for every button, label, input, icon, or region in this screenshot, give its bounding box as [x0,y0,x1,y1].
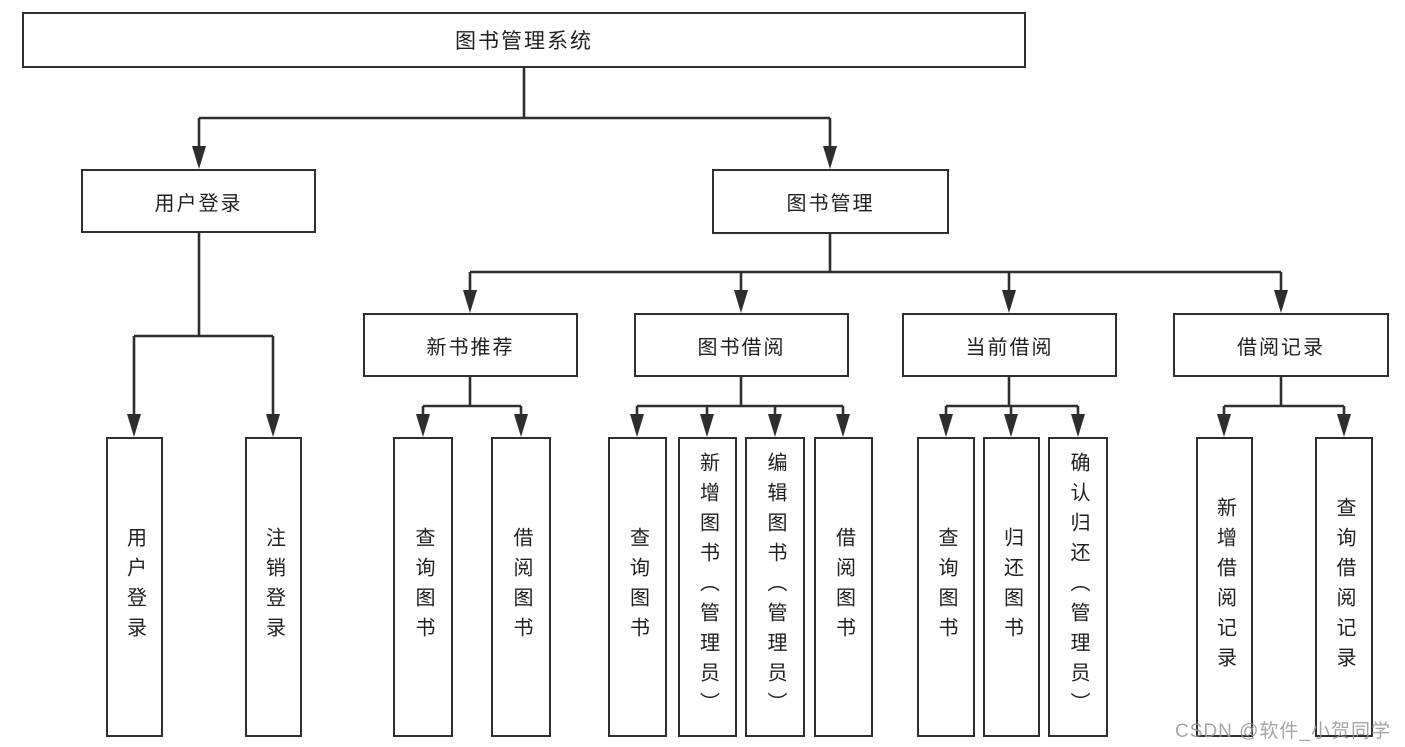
node-root-label: 图书管理系统 [455,30,593,53]
node-login-action-label: 用户登录 [123,527,146,647]
node-recommend-query-books: 查询图书 [393,437,453,737]
node-add-book-admin: 新增图书（管理员） [678,437,737,737]
arrowhead [463,290,477,313]
node-add-borrow-record: 新增借阅记录 [1196,437,1253,737]
node-book-management: 图书管理 [712,169,949,234]
arrowhead [416,414,430,437]
node-login-action: 用户登录 [106,437,163,737]
node-book-borrowing: 图书借阅 [634,313,849,377]
node-borrowing-query-books-label: 查询图书 [626,527,649,647]
node-edit-book-admin-label: 编辑图书（管理员） [764,452,786,722]
node-borrowing-query-books: 查询图书 [608,437,667,737]
arrowhead [1274,290,1288,313]
node-add-book-admin-label: 新增图书（管理员） [696,452,719,722]
arrowhead [1337,414,1351,437]
arrowhead [1004,414,1018,437]
node-confirm-return-admin: 确认归还（管理员） [1048,437,1108,737]
node-book-borrowing-label: 图书借阅 [697,336,786,359]
node-edit-book-admin: 编辑图书（管理员） [745,437,805,737]
node-borrowing-borrow-books: 借阅图书 [814,437,873,737]
arrowhead [939,414,953,437]
node-current-query-books-label: 查询图书 [935,527,957,647]
node-logout-action: 注销登录 [245,437,302,737]
node-query-borrow-record-label: 查询借阅记录 [1333,497,1355,677]
node-confirm-return-admin-label: 确认归还（管理员） [1067,452,1089,722]
node-query-borrow-record: 查询借阅记录 [1315,437,1373,737]
arrowhead [700,414,714,437]
arrowhead [1002,290,1016,313]
node-root: 图书管理系统 [22,12,1026,68]
node-user-login-label: 用户登录 [154,192,243,215]
arrowhead [266,414,280,437]
arrowhead [514,414,528,437]
node-borrowing-borrow-books-label: 借阅图书 [832,527,855,647]
arrowhead [836,414,850,437]
node-recommend-borrow-books: 借阅图书 [491,437,551,737]
node-current-query-books: 查询图书 [917,437,975,737]
node-add-borrow-record-label: 新增借阅记录 [1213,497,1236,677]
node-new-book-recommend: 新书推荐 [363,313,578,377]
node-recommend-query-books-label: 查询图书 [412,527,434,647]
arrowhead [768,414,782,437]
node-current-borrowing-label: 当前借阅 [965,336,1054,359]
node-new-book-recommend-label: 新书推荐 [426,336,515,359]
node-recommend-borrow-books-label: 借阅图书 [510,527,532,647]
node-return-book: 归还图书 [983,437,1040,737]
arrowhead [127,414,141,437]
node-borrowing-records: 借阅记录 [1173,313,1389,377]
connector-lines [132,68,1346,418]
arrowhead [1217,414,1231,437]
arrowhead [630,414,644,437]
node-book-management-label: 图书管理 [786,193,875,215]
node-logout-action-label: 注销登录 [262,527,285,647]
node-borrowing-records-label: 借阅记录 [1237,336,1325,359]
csdn-watermark: CSDN @软件_小贺同学 [1175,721,1391,742]
arrowhead [1071,414,1085,437]
node-current-borrowing: 当前借阅 [902,313,1117,377]
node-user-login: 用户登录 [81,169,316,233]
node-return-book-label: 归还图书 [1000,527,1023,647]
arrowhead [823,146,837,169]
arrowhead [734,290,748,313]
arrowhead [192,146,206,169]
